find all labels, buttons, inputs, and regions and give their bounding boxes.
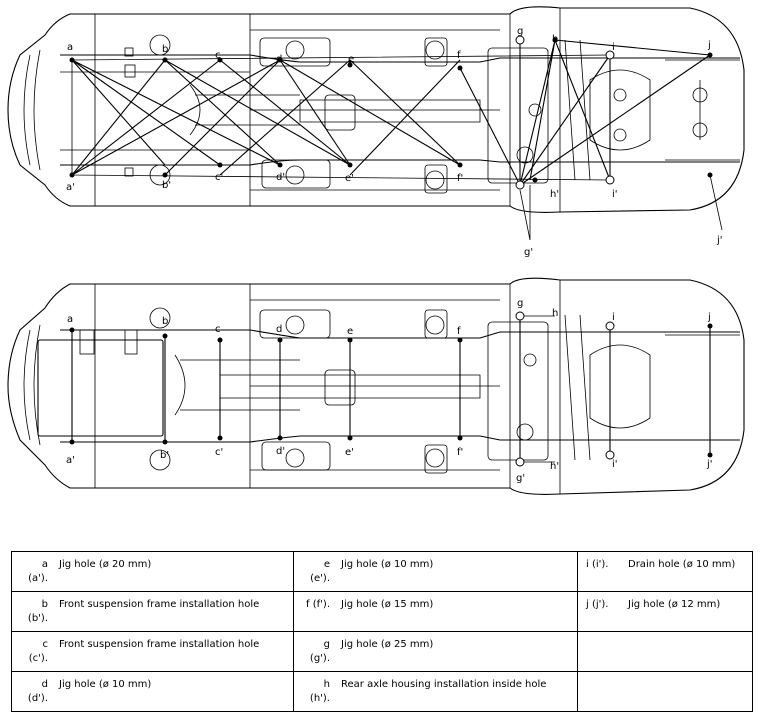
label-f: f — [457, 50, 461, 61]
legend-row: b (b'). Front suspension frame installat… — [11, 591, 753, 632]
label-e-prime: e' — [345, 447, 354, 458]
legend-row: d (d'). Jig hole (ø 10 mm) h (h'). Rear … — [11, 671, 753, 712]
label-h-prime: h' — [550, 189, 559, 200]
label-a: a — [67, 42, 73, 53]
legend-code: f (f'). — [306, 599, 330, 610]
legend-cell: f (f'). Jig hole (ø 15 mm) — [293, 591, 578, 632]
label-j: j — [707, 40, 711, 51]
legend-code: d (d'). — [27, 679, 48, 704]
label-c-prime: c' — [215, 447, 223, 458]
label-j-prime: j' — [706, 459, 713, 470]
legend-cell — [577, 671, 753, 712]
label-d: d — [276, 54, 282, 65]
legend-cell: e (e'). Jig hole (ø 10 mm) — [293, 551, 578, 592]
label-c-prime: c' — [215, 172, 223, 183]
bottom-underbody-view: a a' b b' c c' d d' e e' f f' g g' h h' … — [7, 277, 745, 495]
legend-desc: Jig hole (ø 12 mm) — [628, 599, 721, 610]
label-a: a — [67, 314, 73, 325]
legend-desc: Drain hole (ø 10 mm) — [628, 559, 736, 570]
legend-desc: Jig hole (ø 10 mm) — [59, 679, 152, 690]
legend-code: a (a'). — [28, 559, 48, 584]
legend-cell: b (b'). Front suspension frame installat… — [11, 591, 294, 632]
legend-cell: a (a'). Jig hole (ø 20 mm) — [11, 551, 294, 592]
legend-cell — [577, 631, 753, 672]
top-hole-labels: a a' b b' c c' d d' e e' f f' g g' h h' … — [66, 26, 723, 258]
top-measurement-lines — [71, 39, 723, 241]
label-d-prime: d' — [276, 172, 285, 183]
bottom-body-outline — [7, 277, 745, 495]
legend-cell: j (j'). Jig hole (ø 12 mm) — [577, 591, 753, 632]
legend-desc: Front suspension frame installation hole — [59, 639, 260, 650]
legend-code: h (h'). — [309, 679, 330, 704]
label-d-prime: d' — [276, 446, 285, 457]
legend-code: e (e'). — [310, 559, 330, 584]
top-hole-markers — [69, 35, 713, 190]
legend-cell: d (d'). Jig hole (ø 10 mm) — [11, 671, 294, 712]
legend-desc: Jig hole (ø 25 mm) — [341, 639, 434, 650]
label-e: e — [347, 326, 353, 337]
legend-code: g (g'). — [309, 639, 330, 664]
top-body-outline — [7, 6, 745, 213]
label-b-prime: b' — [162, 180, 171, 191]
bottom-hole-labels: a a' b b' c c' d d' e e' f f' g g' h h' … — [66, 298, 713, 484]
label-g-prime: g' — [524, 247, 533, 258]
label-h-prime: h' — [550, 461, 559, 472]
top-underbody-view: a a' b b' c c' d d' e e' f f' g g' h h' … — [7, 6, 745, 258]
label-j: j — [707, 312, 711, 323]
legend-cell: g (g'). Jig hole (ø 25 mm) — [293, 631, 578, 672]
label-a-prime: a' — [66, 182, 75, 193]
label-i: i — [612, 312, 615, 323]
legend-cell: c (c'). Front suspension frame installat… — [11, 631, 294, 672]
legend-desc: Rear axle housing installation inside ho… — [341, 679, 547, 690]
label-i: i — [612, 42, 615, 53]
legend-cell: h (h'). Rear axle housing installation i… — [293, 671, 578, 712]
label-b: b — [162, 316, 168, 327]
label-g: g — [517, 26, 523, 37]
label-e: e — [348, 54, 354, 65]
label-h: h — [552, 34, 558, 45]
label-h: h — [552, 308, 558, 319]
legend-row: c (c'). Front suspension frame installat… — [11, 631, 753, 672]
underbody-diagram: a a' b b' c c' d d' e e' f f' g g' h h' … — [7, 6, 745, 495]
label-a-prime: a' — [66, 455, 75, 466]
bottom-measurement-lines — [71, 315, 711, 463]
label-i-prime: i' — [612, 459, 618, 470]
legend-desc: Jig hole (ø 10 mm) — [341, 559, 434, 570]
label-b: b — [162, 44, 168, 55]
legend-cell: i (i'). Drain hole (ø 10 mm) — [577, 551, 753, 592]
legend-code: i (i'). — [586, 559, 609, 570]
legend-code: j (j'). — [586, 599, 609, 610]
label-d: d — [276, 324, 282, 335]
hole-legend-table: a (a'). Jig hole (ø 20 mm) e (e'). Jig h… — [11, 551, 753, 712]
legend-code: c (c'). — [28, 639, 48, 664]
label-j-prime: j' — [716, 235, 723, 246]
legend-row: a (a'). Jig hole (ø 20 mm) e (e'). Jig h… — [11, 551, 753, 592]
label-f-prime: f' — [457, 173, 463, 184]
label-b-prime: b' — [160, 450, 169, 461]
legend-desc: Jig hole (ø 20 mm) — [59, 559, 152, 570]
legend-desc: Jig hole (ø 15 mm) — [341, 599, 434, 610]
label-f: f — [457, 326, 461, 337]
label-g: g — [517, 298, 523, 309]
label-g-prime: g' — [516, 473, 525, 484]
label-c: c — [215, 50, 221, 61]
legend-code: b (b'). — [27, 599, 48, 624]
label-f-prime: f' — [457, 447, 463, 458]
legend-desc: Front suspension frame installation hole — [59, 599, 260, 610]
label-i-prime: i' — [612, 189, 618, 200]
bottom-hole-markers — [69, 311, 713, 467]
label-c: c — [215, 324, 221, 335]
label-e-prime: e' — [345, 173, 354, 184]
